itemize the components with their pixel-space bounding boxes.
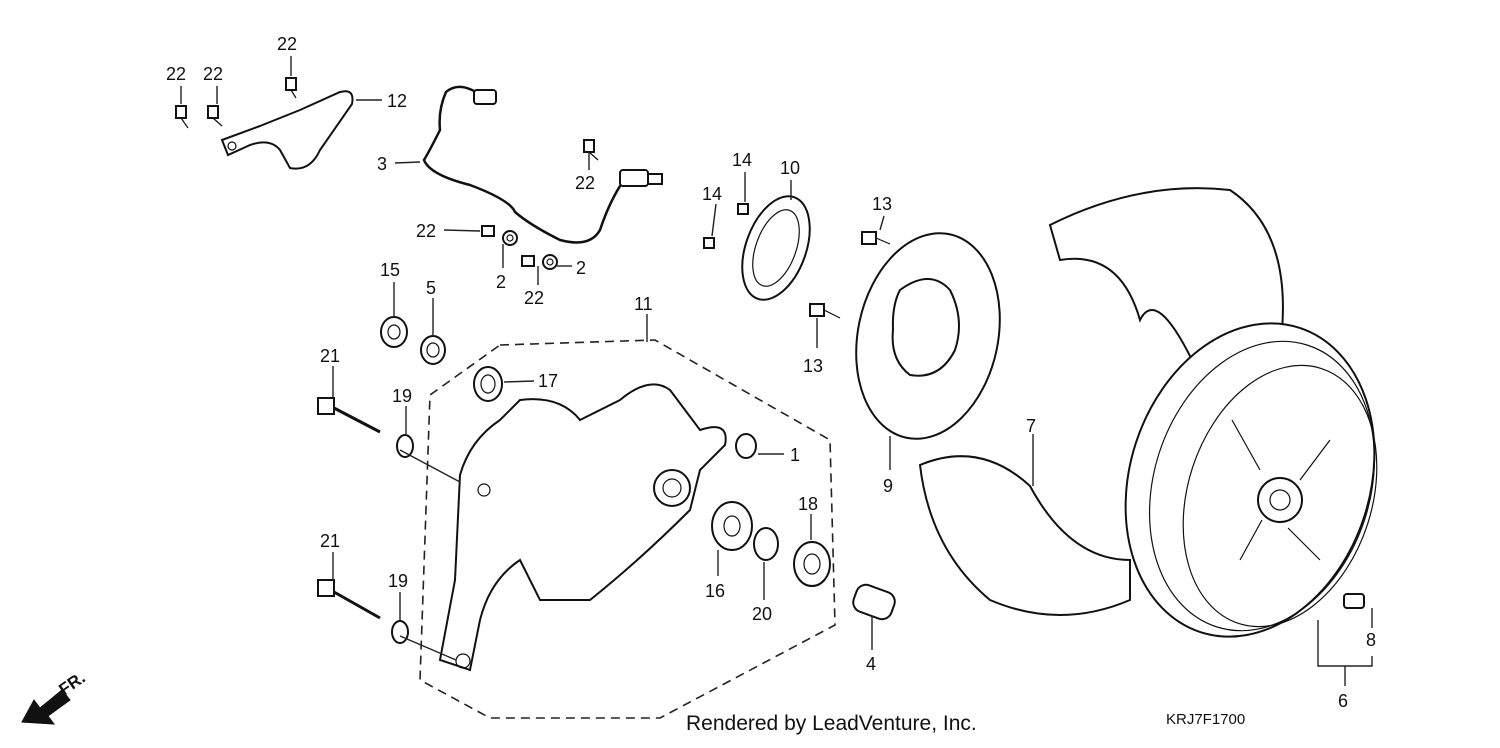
bolt-22-b <box>207 105 223 127</box>
callout-14: 14 <box>732 150 752 170</box>
callout-22: 22 <box>166 64 186 84</box>
collar-4 <box>852 583 896 621</box>
bearing-16 <box>711 501 753 551</box>
bushing-5 <box>420 335 446 365</box>
rendered-by-credit: Rendered by LeadVenture, Inc. <box>686 712 977 735</box>
callout-7: 7 <box>1026 416 1036 436</box>
circlip-20 <box>753 527 779 561</box>
callout-2: 2 <box>496 272 506 292</box>
callout-21: 21 <box>320 346 340 366</box>
washer-19-b <box>391 620 409 644</box>
bolt-22-e <box>481 225 495 237</box>
callout-9: 9 <box>883 476 893 496</box>
callout-18: 18 <box>798 494 818 514</box>
nut-15 <box>380 316 408 348</box>
swingarm-group-boundary <box>419 339 836 719</box>
bolt-14-b <box>703 237 715 249</box>
callout-11: 11 <box>634 294 653 314</box>
front-direction-marker: FR. <box>21 668 89 725</box>
part-wheel-6 <box>1124 322 1378 638</box>
bolt-13-b <box>809 303 841 319</box>
part-swingarm-11 <box>438 383 727 672</box>
callout-3: 3 <box>377 154 387 174</box>
callout-22: 22 <box>277 34 297 54</box>
callout-15: 15 <box>380 260 400 280</box>
callout-19: 19 <box>392 386 412 406</box>
bolt-22-c <box>285 77 297 99</box>
seal-17 <box>473 366 503 402</box>
callout-10: 10 <box>780 158 800 178</box>
callout-14: 14 <box>702 184 722 204</box>
callout-22: 22 <box>203 64 223 84</box>
callout-1: 1 <box>790 445 800 465</box>
bolt-22-d <box>583 139 599 161</box>
callout-labels: 22 22 22 12 3 22 22 2 22 2 14 10 14 13 1… <box>166 34 1376 711</box>
part-pulser-ring-10 <box>741 195 811 301</box>
bolt-22-a <box>175 105 189 129</box>
bolt-22-f <box>521 255 535 267</box>
callout-17: 17 <box>538 371 558 391</box>
bolt-14-a <box>737 203 749 215</box>
callout-21: 21 <box>320 531 340 551</box>
callout-22: 22 <box>416 221 436 241</box>
callout-16: 16 <box>705 581 725 601</box>
clamp-2-b <box>542 254 558 270</box>
callout-22: 22 <box>524 288 544 308</box>
callout-8: 8 <box>1366 630 1376 650</box>
callout-12: 12 <box>387 91 407 111</box>
collar-1 <box>735 433 757 459</box>
callout-13: 13 <box>872 194 892 214</box>
leader-lines <box>180 56 1373 686</box>
part-brake-disc-9 <box>855 232 1001 440</box>
callout-6: 6 <box>1338 691 1348 711</box>
valve-8 <box>1343 593 1365 609</box>
part-sensor-cable-3 <box>422 85 663 244</box>
callout-20: 20 <box>752 604 772 624</box>
callout-2: 2 <box>576 258 586 278</box>
callout-4: 4 <box>866 654 876 674</box>
diagram-code: KRJ7F1700 <box>1166 711 1245 728</box>
bolt-13-a <box>861 231 891 245</box>
callout-13: 13 <box>803 356 823 376</box>
washer-19-a <box>396 434 414 458</box>
callout-5: 5 <box>426 278 436 298</box>
bolt-21-a <box>317 397 381 434</box>
callout-19: 19 <box>388 571 408 591</box>
bolt-21-b <box>317 579 381 620</box>
bearing-18 <box>793 541 831 587</box>
part-bracket-12 <box>220 90 354 170</box>
callout-22: 22 <box>575 173 595 193</box>
clamp-2-a <box>502 230 518 246</box>
